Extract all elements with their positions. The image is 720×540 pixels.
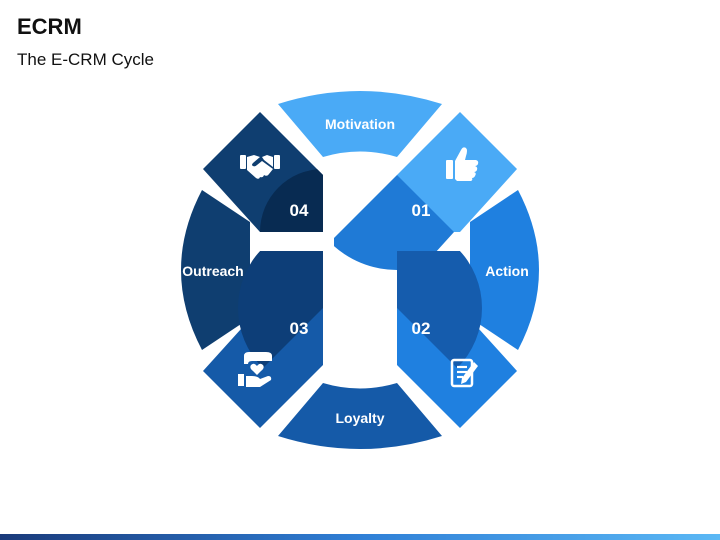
thumbs-up-icon [446,147,479,181]
document-pen-icon [450,358,478,388]
step-02-number: 02 [412,319,431,338]
loyalty-label: Loyalty [335,410,384,426]
action-segment [470,190,539,350]
outreach-label: Outreach [182,263,243,279]
motivation-segment [278,91,442,157]
loyalty-segment [278,383,442,449]
motivation-label: Motivation [325,116,395,132]
step-03-number: 03 [290,319,309,338]
page-subtitle: The E-CRM Cycle [17,50,154,69]
handshake-icon [240,155,280,179]
action-label: Action [485,263,529,279]
page-title: ECRM [17,14,82,39]
step-01-number: 01 [412,201,431,220]
footer-accent-bar [0,534,720,540]
step-04-number: 04 [290,201,309,220]
hands-heart-icon [238,352,272,387]
outreach-segment [181,190,250,350]
